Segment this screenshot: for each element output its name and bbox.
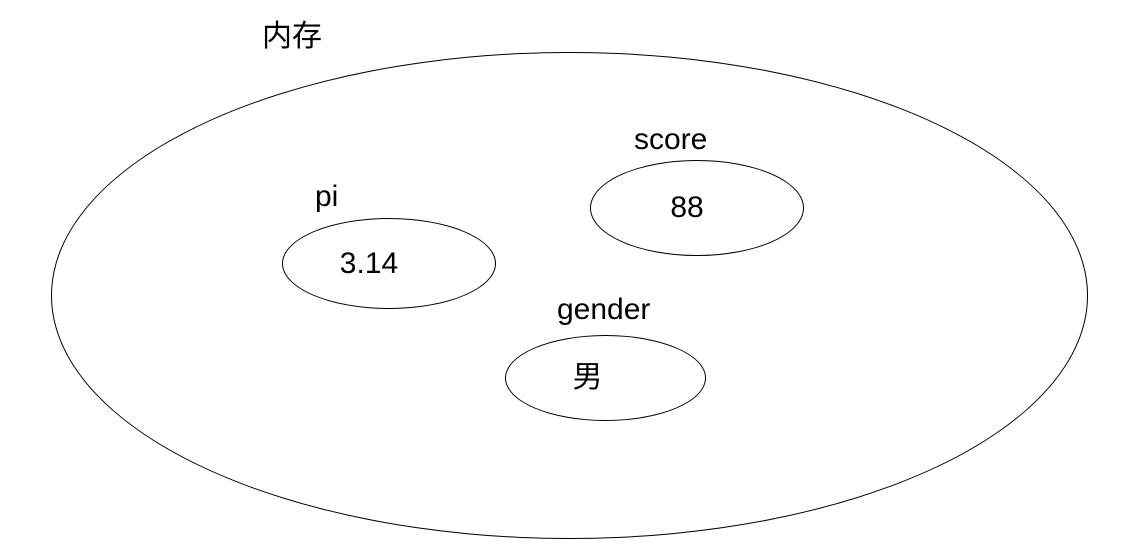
variable-label-gender: gender [557,293,651,326]
variable-value-score: 88 [670,191,704,224]
variable-ellipse-score: 88 [590,160,804,256]
variable-value-gender: 男 [572,361,603,394]
variable-ellipse-pi: 3.14 [282,218,496,309]
memory-container-ellipse [51,52,1088,539]
memory-container-label: 内存 [262,20,322,53]
variable-label-score: score [634,123,708,156]
variable-label-pi: pi [315,180,339,213]
variable-ellipse-gender: 男 [505,335,706,421]
variable-value-pi: 3.14 [339,246,399,280]
